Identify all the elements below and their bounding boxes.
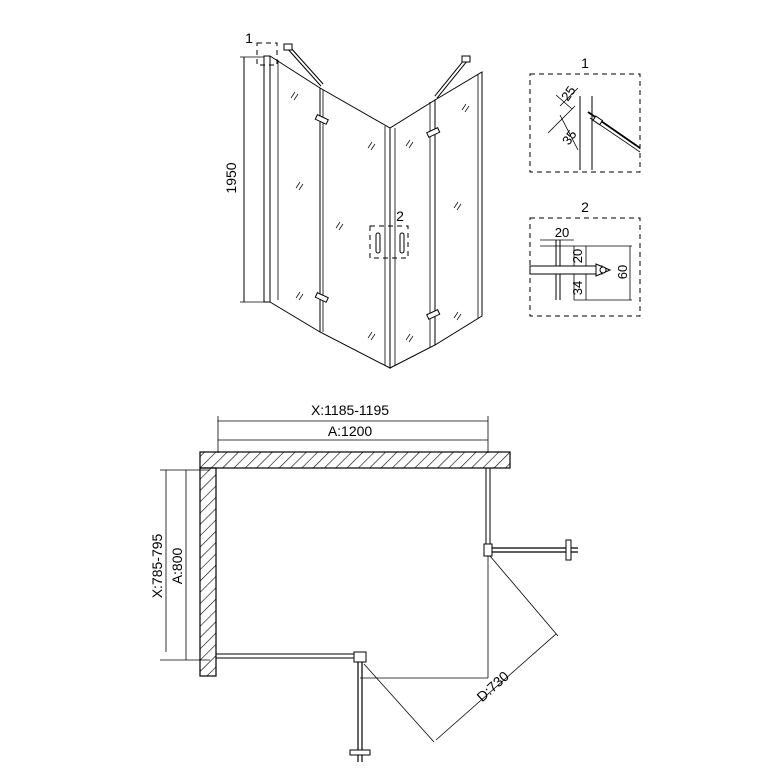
door-handles [375, 232, 405, 254]
detail-1-dim-b: 35 [559, 127, 580, 147]
left-door-open [349, 651, 371, 762]
callout-2: 2 [369, 208, 409, 259]
left-fixed-panel [263, 55, 321, 333]
depth-dimensions: X:785-795 A:800 [149, 469, 210, 661]
detail-1: 1 25 35 [529, 55, 641, 173]
right-door-panel [389, 99, 436, 369]
glass-reflections [290, 91, 470, 343]
width-range-label: X:1185-1195 [311, 402, 389, 418]
detail-2: 2 20 20 34 60 [529, 199, 641, 317]
callout-2-label: 2 [396, 208, 404, 224]
detail-2-dim-total: 60 [615, 265, 630, 279]
detail-2-dim-low: 34 [570, 281, 585, 295]
callout-1: 1 [245, 30, 278, 66]
enclosure-outline [216, 468, 491, 679]
width-nominal-label: A:1200 [328, 423, 373, 439]
right-fixed-panel [434, 71, 483, 346]
detail-1-dim-a: 25 [558, 83, 579, 103]
detail-2-dim-mid: 20 [570, 249, 585, 263]
perspective-view: 1950 [223, 30, 483, 369]
door-swing-dimension: D:730 [363, 555, 559, 743]
height-dim-label: 1950 [223, 162, 239, 193]
right-support-bar [434, 55, 471, 99]
depth-nominal-label: A:800 [169, 547, 185, 584]
callout-1-label: 1 [245, 30, 253, 46]
hinges [314, 113, 441, 320]
depth-range-label: X:785-795 [149, 533, 165, 598]
right-door-open [483, 539, 578, 561]
detail-1-title: 1 [581, 55, 589, 71]
plan-view: X:1185-1195 A:1200 X:785-795 A:800 [149, 402, 578, 762]
width-dimensions: X:1185-1195 A:1200 [217, 402, 489, 453]
detail-2-dim-top: 20 [555, 225, 569, 240]
door-swing-label: D:730 [473, 668, 512, 705]
height-dimension: 1950 [223, 56, 270, 303]
walls [199, 451, 511, 677]
detail-2-title: 2 [581, 199, 589, 215]
left-support-bar [283, 43, 324, 87]
left-door-panel [319, 87, 391, 369]
